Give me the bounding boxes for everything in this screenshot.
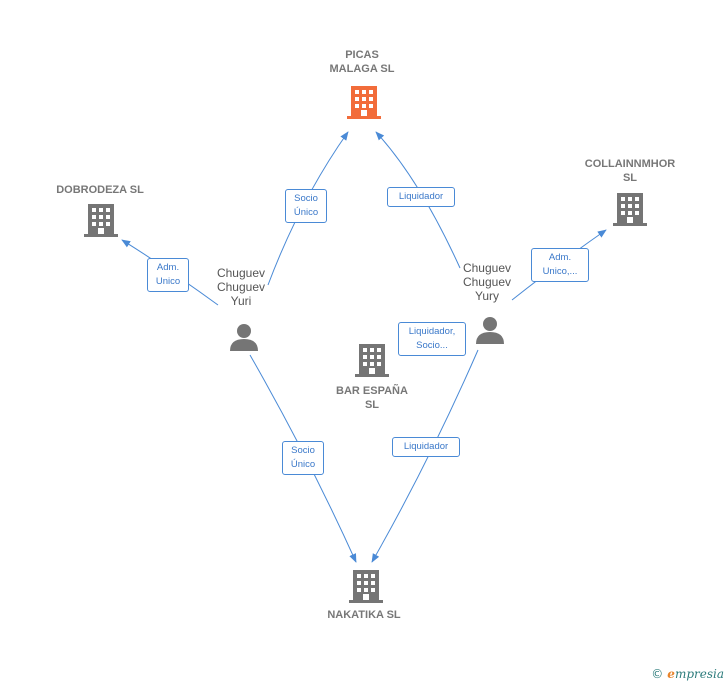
- building-icon[interactable]: [84, 202, 118, 238]
- company-name-dobrodeza[interactable]: DOBRODEZA SL: [56, 184, 144, 196]
- company-name-collainnmhor[interactable]: COLLAINNMHOR SL: [584, 158, 676, 184]
- company-name-bar-espana[interactable]: BAR ESPAÑA SL: [336, 385, 408, 411]
- edge-yury-nakatika: [371, 349, 479, 563]
- building-icon-highlight[interactable]: [347, 84, 381, 120]
- building-icon[interactable]: [613, 191, 647, 227]
- person-name-yuri[interactable]: Chuguev Chuguev Yuri: [216, 266, 266, 308]
- relation-label-yuri-nakatika[interactable]: Socio Único: [282, 441, 324, 475]
- relation-label-yuri-dobrodeza[interactable]: Adm. Unico: [147, 258, 189, 292]
- relation-label-yury-bar-espana[interactable]: Liquidador, Socio...: [398, 322, 466, 356]
- person-icon[interactable]: [475, 315, 505, 345]
- building-icon[interactable]: [349, 568, 383, 604]
- building-icon[interactable]: [355, 342, 389, 378]
- relation-label-yury-picas[interactable]: Liquidador: [387, 187, 455, 207]
- relation-label-yury-collainnmhor[interactable]: Adm. Unico,...: [531, 248, 589, 282]
- person-icon[interactable]: [229, 322, 259, 352]
- relation-label-yury-nakatika[interactable]: Liquidador: [392, 437, 460, 457]
- relation-label-yuri-picas[interactable]: Socio Único: [285, 189, 327, 223]
- brand-logo: ©empresia: [651, 667, 724, 681]
- brand-initial: e: [667, 667, 675, 681]
- company-name-picas-malaga[interactable]: PICAS MALAGA SL: [329, 49, 395, 75]
- brand-name: mpresia: [674, 667, 724, 681]
- company-name-nakatika[interactable]: NAKATIKA SL: [327, 609, 401, 621]
- person-name-yury[interactable]: Chuguev Chuguev Yury: [462, 261, 512, 303]
- copyright-symbol: ©: [651, 667, 664, 681]
